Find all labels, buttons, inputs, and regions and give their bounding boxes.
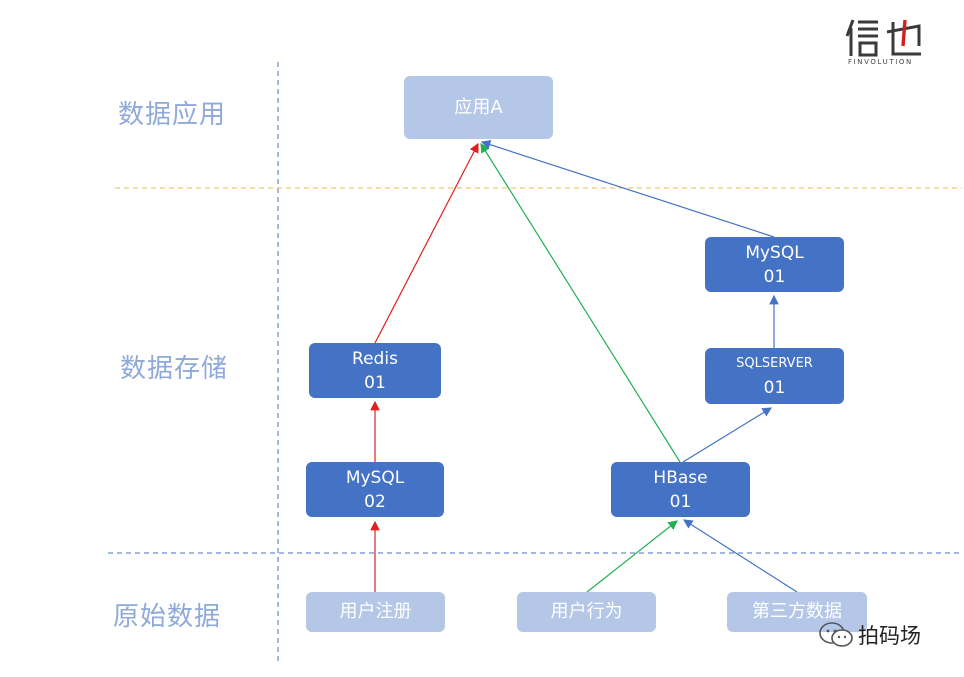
layer-label-storage: 数据存储 bbox=[120, 354, 229, 384]
wechat-icon bbox=[819, 622, 853, 647]
node-third-party-label: 第三方数据 bbox=[752, 601, 842, 622]
edge-behavior-to-hbase01 bbox=[586, 520, 678, 593]
node-mysql-02-id: 02 bbox=[364, 491, 386, 512]
node-user-register[interactable]: 用户注册 bbox=[306, 592, 445, 632]
node-sqlserver-01-id: 01 bbox=[763, 378, 786, 398]
edge-mysql01-to-app bbox=[480, 140, 775, 238]
node-mysql-02-name: MySQL bbox=[345, 467, 405, 488]
node-redis-01-name: Redis bbox=[352, 348, 398, 369]
node-sqlserver-01[interactable]: SQLSERVER 01 bbox=[705, 348, 844, 404]
node-app-a-label: 应用A bbox=[454, 96, 503, 118]
node-mysql-01[interactable]: MySQL 01 bbox=[705, 237, 844, 292]
node-app-a[interactable]: 应用A bbox=[404, 76, 553, 139]
edge-thirdparty-to-hbase01 bbox=[682, 519, 798, 593]
logo-subtitle: FINVOLUTION bbox=[848, 58, 913, 66]
node-user-register-label: 用户注册 bbox=[339, 601, 412, 622]
node-mysql-01-name: MySQL bbox=[745, 242, 804, 263]
layer-label-raw: 原始数据 bbox=[113, 602, 222, 632]
node-hbase-01-id: 01 bbox=[669, 491, 692, 512]
node-redis-01[interactable]: Redis 01 bbox=[309, 343, 441, 398]
node-redis-01-id: 01 bbox=[364, 372, 386, 393]
edge-hbase01-to-app bbox=[480, 142, 681, 463]
node-mysql-01-id: 01 bbox=[763, 266, 786, 287]
node-third-party[interactable]: 第三方数据 bbox=[727, 592, 867, 632]
node-user-behavior-label: 用户行为 bbox=[550, 601, 623, 622]
watermark: 拍码场 bbox=[818, 620, 921, 650]
node-mysql-02[interactable]: MySQL 02 bbox=[306, 462, 444, 517]
node-hbase-01[interactable]: HBase 01 bbox=[611, 462, 750, 517]
node-hbase-01-name: HBase bbox=[653, 467, 708, 488]
node-sqlserver-01-name: SQLSERVER bbox=[736, 356, 813, 371]
watermark-text: 拍码场 bbox=[858, 624, 921, 648]
layer-label-app: 数据应用 bbox=[118, 100, 227, 130]
edge-hbase01-to-sqlserver01 bbox=[682, 407, 773, 463]
node-user-behavior[interactable]: 用户行为 bbox=[517, 592, 656, 632]
finvolution-logo bbox=[845, 19, 921, 57]
edge-redis01-to-app bbox=[374, 142, 479, 344]
